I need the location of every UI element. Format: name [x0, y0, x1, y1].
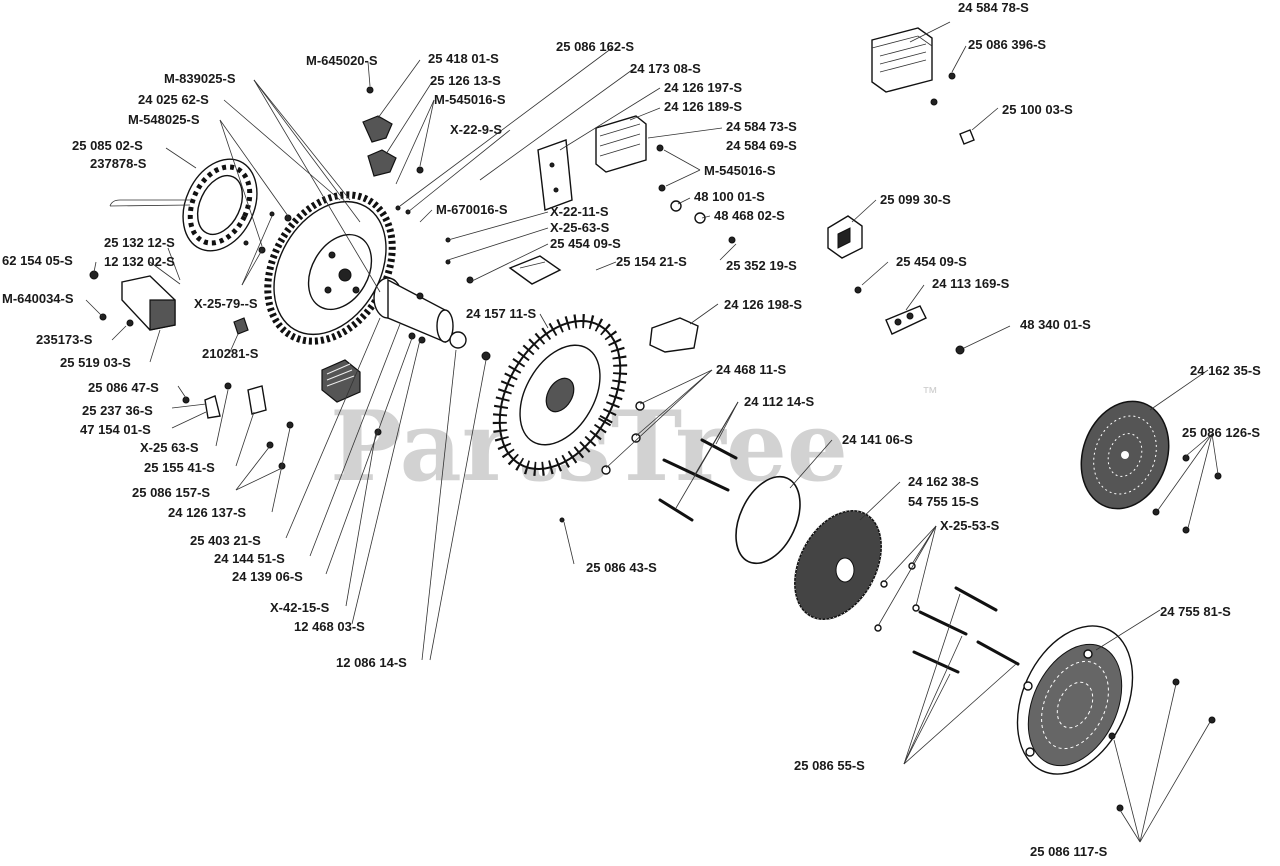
- callout-24-162-38: 24 162 38-S: [908, 474, 979, 489]
- bracket-plate: [537, 139, 573, 211]
- callout-x-25-79: X-25-79--S: [194, 296, 258, 311]
- callout-25-154-21: 25 154 21-S: [616, 254, 687, 269]
- callout-x-25-53: X-25-53-S: [940, 518, 1000, 533]
- mount-bracket-198: [649, 317, 699, 353]
- callout-24-584-73: 24 584 73-S: [726, 119, 797, 134]
- callout-m-645020: M-645020-S: [306, 53, 378, 68]
- callout-24-584-78: 24 584 78-S: [958, 0, 1029, 15]
- callout-235173: 235173-S: [36, 332, 93, 347]
- clip-210281: [233, 317, 249, 335]
- callout-24-173-08: 24 173 08-S: [630, 61, 701, 76]
- callout-210281: 210281-S: [202, 346, 259, 361]
- callout-25-099-30: 25 099 30-S: [880, 192, 951, 207]
- control-module-mid: [595, 115, 647, 173]
- callout-25-086-47: 25 086 47-S: [88, 380, 159, 395]
- leader-lines: [85, 21, 1219, 843]
- cooling-fan: [492, 314, 628, 476]
- callout-47-154-01: 47 154 01-S: [80, 422, 151, 437]
- callout-24-025-62: 24 025 62-S: [138, 92, 209, 107]
- outer-screen: [1080, 400, 1170, 510]
- callout-25-086-162: 25 086 162-S: [556, 39, 634, 54]
- watermark-trademark: ™: [922, 385, 938, 402]
- callout-x-25-63-b: X-25 63-S: [140, 440, 199, 455]
- callout-48-468-02: 48 468 02-S: [714, 208, 785, 223]
- callout-25-086-126: 25 086 126-S: [1182, 425, 1260, 440]
- callout-54-755-15: 54 755 15-S: [908, 494, 979, 509]
- callout-25-454-09-a: 25 454 09-S: [550, 236, 621, 251]
- callout-25-237-36: 25 237 36-S: [82, 403, 153, 418]
- callout-x-42-15: X-42-15-S: [270, 600, 330, 615]
- callout-25-519-03: 25 519 03-S: [60, 355, 131, 370]
- callout-25-085-02: 25 085 02-S: [72, 138, 143, 153]
- callout-12-086-14: 12 086 14-S: [336, 655, 407, 670]
- callout-25-155-41: 25 155 41-S: [144, 460, 215, 475]
- callout-m-545016-b: M-545016-S: [704, 163, 776, 178]
- callout-x-25-63: X-25-63-S: [550, 220, 610, 235]
- callout-12-132-02: 12 132 02-S: [104, 254, 175, 269]
- callout-25-100-03: 25 100 03-S: [1002, 102, 1073, 117]
- callout-24-126-189: 24 126 189-S: [664, 99, 742, 114]
- callout-x-22-11: X-22-11-S: [550, 204, 609, 219]
- terminal-block: [885, 305, 927, 335]
- callout-25-418-01: 25 418 01-S: [428, 51, 499, 66]
- callout-48-100-01: 48 100 01-S: [694, 189, 765, 204]
- callout-25-086-117: 25 086 117-S: [1030, 844, 1108, 859]
- outlet-receptacle: [827, 215, 863, 259]
- control-module-top: [871, 27, 933, 93]
- callout-24-126-198: 24 126 198-S: [724, 297, 802, 312]
- callout-62-154-05: 62 154 05-S: [2, 253, 73, 268]
- switch-25-126-13: [367, 149, 397, 177]
- bracket-47-154-01: [204, 395, 221, 419]
- callout-labels: 24 584 78-S 25 086 396-S 25 100 03-S M-6…: [2, 0, 1261, 859]
- inner-screen: [794, 510, 882, 620]
- callout-m-839025: M-839025-S: [164, 71, 236, 86]
- gasket-ring: [735, 475, 801, 565]
- callout-25-132-12: 25 132 12-S: [104, 235, 175, 250]
- callout-x-22-9: X-22-9-S: [450, 122, 502, 137]
- callout-m-640034: M-640034-S: [2, 291, 74, 306]
- callout-24-584-69: 24 584 69-S: [726, 138, 797, 153]
- callout-24-141-06: 24 141 06-S: [842, 432, 913, 447]
- callout-25-086-43: 25 086 43-S: [586, 560, 657, 575]
- through-bolts: [658, 438, 1020, 674]
- callout-24-126-137: 24 126 137-S: [168, 505, 246, 520]
- flywheel: [264, 191, 396, 345]
- callout-237878: 237878-S: [90, 156, 147, 171]
- callout-25-352-19: 25 352 19-S: [726, 258, 797, 273]
- relay-25-418-01: [362, 115, 393, 143]
- callout-24-126-197: 24 126 197-S: [664, 80, 742, 95]
- callout-m-548025: M-548025-S: [128, 112, 200, 127]
- ignition-coil: [121, 275, 176, 331]
- callout-m-545016-a: M-545016-S: [434, 92, 506, 107]
- callout-24-468-11: 24 468 11-S: [716, 362, 786, 377]
- callout-24-157-11: 24 157 11-S: [466, 306, 536, 321]
- callout-24-144-51: 24 144 51-S: [214, 551, 285, 566]
- callout-24-755-81: 24 755 81-S: [1160, 604, 1231, 619]
- callout-25-086-396: 25 086 396-S: [968, 37, 1046, 52]
- callout-24-162-35: 24 162 35-S: [1190, 363, 1261, 378]
- callout-24-112-14: 24 112 14-S: [744, 394, 814, 409]
- callout-48-340-01: 48 340 01-S: [1020, 317, 1091, 332]
- stator-coil: [109, 158, 258, 252]
- callout-24-139-06: 24 139 06-S: [232, 569, 303, 584]
- rectifier-block: [321, 359, 361, 403]
- rotor-shaft: [373, 277, 454, 344]
- callout-25-086-55: 25 086 55-S: [794, 758, 865, 773]
- callout-25-126-13: 25 126 13-S: [430, 73, 501, 88]
- callout-24-113-169: 24 113 169-S: [932, 276, 1010, 291]
- callout-25-086-157: 25 086 157-S: [132, 485, 210, 500]
- callout-m-670016: M-670016-S: [436, 202, 508, 217]
- plate-25-155-41: [247, 385, 267, 415]
- end-cover: [1016, 625, 1134, 775]
- callout-12-468-03: 12 468 03-S: [294, 619, 365, 634]
- plate-25-154-21: [508, 255, 562, 285]
- callout-25-454-09-b: 25 454 09-S: [896, 254, 967, 269]
- callout-25-403-21: 25 403 21-S: [190, 533, 261, 548]
